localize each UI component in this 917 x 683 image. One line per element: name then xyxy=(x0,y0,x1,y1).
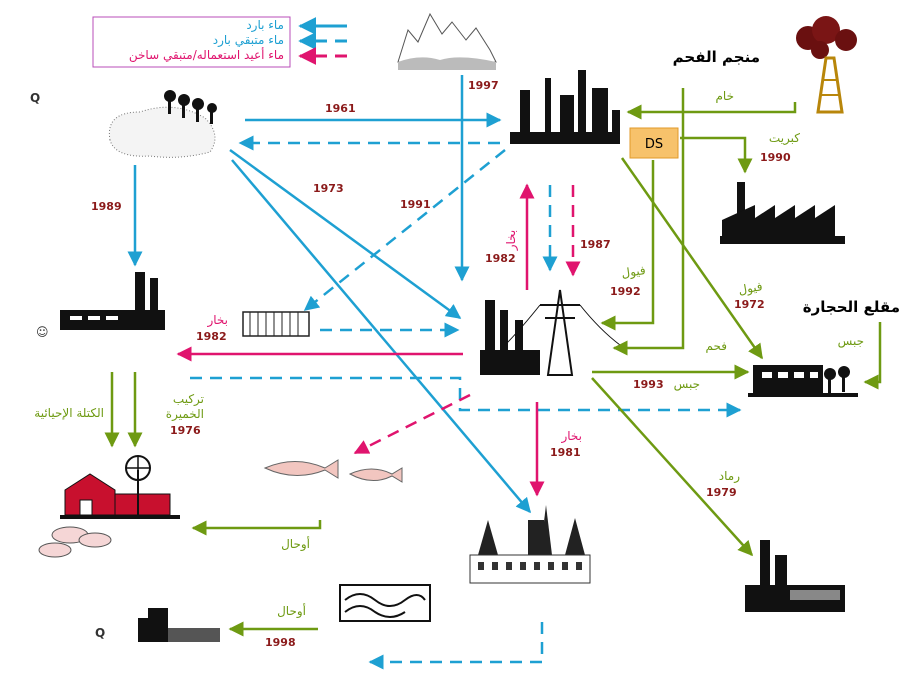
label-yeast-2: الخميرة xyxy=(166,407,204,422)
label-steam-1981: بخار xyxy=(560,429,582,444)
year-1992: 1992 xyxy=(610,285,641,298)
arrow-central-cement-ash xyxy=(591,377,754,557)
arrow-lake-central xyxy=(229,148,462,320)
year-1989: 1989 xyxy=(91,200,122,213)
pig-icon xyxy=(38,526,112,558)
lake-icon xyxy=(108,90,217,158)
year-1991: 1991 xyxy=(400,198,431,211)
label-fuel-1: فيول xyxy=(620,263,646,281)
cement-plant-icon xyxy=(745,540,845,612)
legend-reused-hot-water: ماء أعيد استعماله/متبقي ساخن xyxy=(129,47,284,63)
year-1976: 1976 xyxy=(170,424,201,437)
quarry-title: مقلع الحجارة xyxy=(803,298,900,316)
arrow-sludge-farm xyxy=(191,520,322,536)
arrow-refinery-building xyxy=(303,149,506,311)
arrow-oil-refinery-raw xyxy=(626,102,797,120)
label-sludge-2: أوحال xyxy=(277,603,306,619)
arrow-town-bottom xyxy=(368,622,544,670)
label-raw: خام xyxy=(715,89,734,103)
year-1997: 1997 xyxy=(468,79,499,92)
legend-cold-residual-water: ماء متبقي بارد xyxy=(213,33,284,48)
label-biomass: الكتلة الإحيائية xyxy=(34,406,104,420)
arrow-central-gypsum xyxy=(190,376,742,418)
arrow-refinery-gypsum-fuel xyxy=(620,157,764,360)
arrow-quarry-gypsum xyxy=(863,322,882,390)
label-sulfur: كبريت xyxy=(769,131,800,146)
year-1981: 1981 xyxy=(550,446,581,459)
refinery-icon xyxy=(510,70,620,144)
green-flows xyxy=(104,88,882,637)
year-1979: 1979 xyxy=(706,486,737,499)
year-1961: 1961 xyxy=(325,102,356,115)
arrow-lake-town xyxy=(231,159,531,514)
farm-icon xyxy=(60,455,180,519)
year-1998: 1998 xyxy=(265,636,296,649)
ds-box: DS xyxy=(629,127,679,159)
fish-icon xyxy=(263,459,403,483)
year-1990: 1990 xyxy=(760,151,791,164)
pink-flows xyxy=(176,183,581,497)
arrow-coal-central xyxy=(612,88,685,356)
label-coal: فحم xyxy=(706,339,727,353)
oil-well-icon xyxy=(796,16,857,114)
year-1982b: 1982 xyxy=(196,330,227,343)
legend: ماء بارد ماء متبقي بارد ماء أعيد استعمال… xyxy=(92,16,347,68)
q-bottom-symbol: Q xyxy=(95,626,105,640)
gypsum-plant-icon xyxy=(748,365,858,397)
town-icon xyxy=(469,505,591,584)
label-yeast-1: تركيب xyxy=(173,392,204,407)
arrow-central-fish xyxy=(353,393,471,455)
arrow-ds-central-fuel xyxy=(600,160,655,331)
smiley-symbol: ☺ xyxy=(36,325,49,339)
label-steam-1982b: بخار xyxy=(206,313,228,328)
mountain-icon xyxy=(397,12,497,70)
year-1982a: 1982 xyxy=(485,252,516,265)
year-1987: 1987 xyxy=(580,238,611,251)
factory-icon xyxy=(720,182,845,244)
year-1993: 1993 xyxy=(633,378,664,391)
legend-cold-water: ماء بارد xyxy=(246,18,284,33)
label-steam-1982a: بخار xyxy=(504,230,519,252)
label-gypsum-1993: جبس xyxy=(674,377,700,392)
coal-mine-title: منجم الفحم xyxy=(673,48,760,66)
year-1973: 1973 xyxy=(313,182,344,195)
label-ash: رماد xyxy=(719,469,740,484)
label-sludge-1: أوحال xyxy=(281,536,310,552)
ds-label: DS xyxy=(645,137,663,152)
q-top-symbol: Q xyxy=(30,91,40,105)
label-gypsum-quarry: جبس xyxy=(838,334,864,349)
arrow-ds-factory-sulfur xyxy=(680,136,753,174)
soil-treatment-icon xyxy=(339,584,431,622)
central-power-plant-icon xyxy=(480,289,621,376)
bottom-building-icon xyxy=(138,608,220,642)
treatment-building-icon xyxy=(242,311,310,337)
power-plant-left-icon xyxy=(60,272,165,330)
year-1972: 1972 xyxy=(734,298,765,311)
label-fuel-2: فيول xyxy=(737,279,764,298)
blue-flows xyxy=(127,75,742,670)
